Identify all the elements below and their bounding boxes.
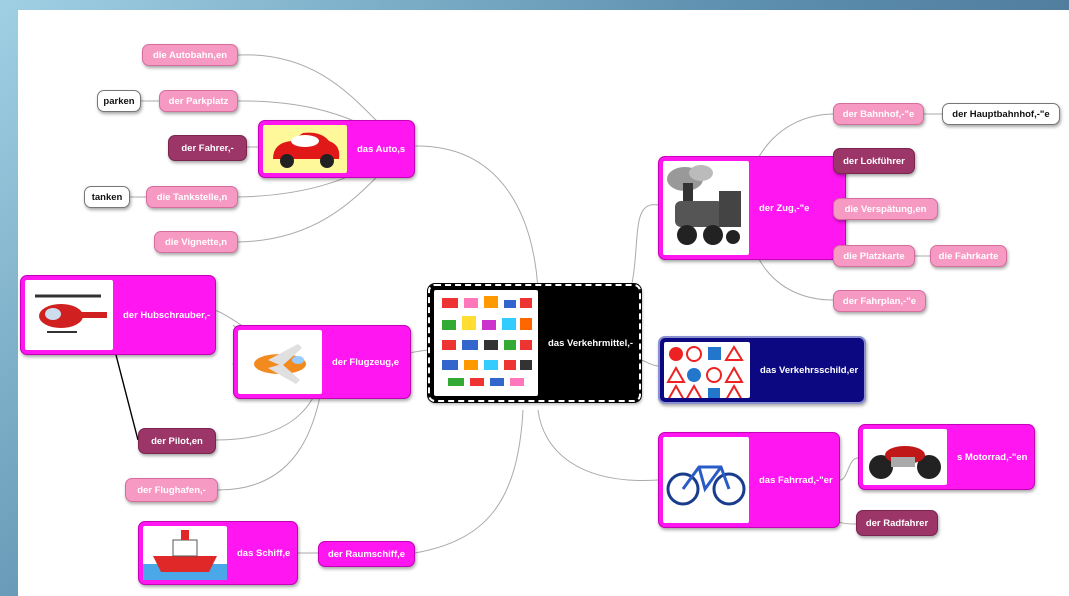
mind-map-canvas: das Verkehrmittel,- das Auto,s die Autob… (18, 10, 1069, 596)
edge-center-raumschiff (414, 409, 524, 554)
raumschiff-node[interactable]: der Raumschiff,e (318, 541, 415, 567)
flugzeug-child-pilot[interactable]: der Pilot,en (138, 428, 216, 454)
auto-child-vignette[interactable]: die Vignette,n (154, 231, 238, 253)
zug-child-lokfuehrer[interactable]: der Lokführer (833, 148, 915, 174)
zug-child-verspaetung[interactable]: die Verspätung,en (833, 198, 938, 220)
ship-icon (143, 526, 227, 580)
fahrrad-label: das Fahrrad,-"er (759, 474, 833, 486)
hubschrauber-label: der Hubschrauber,- (123, 309, 211, 321)
zug-node[interactable]: der Zug,-"e (658, 156, 846, 260)
vehicles-collage-icon (434, 290, 538, 396)
edge-center-auto (414, 145, 539, 291)
center-label: das Verkehrmittel,- (548, 337, 634, 349)
auto-child-fahrer[interactable]: der Fahrer,- (168, 135, 247, 161)
flugzeug-child-flughafen[interactable]: der Flughafen,- (125, 478, 218, 502)
auto-node[interactable]: das Auto,s (258, 120, 415, 178)
cartoon-airplane-icon (238, 330, 322, 394)
fahrrad-node[interactable]: das Fahrrad,-"er (658, 432, 840, 528)
steam-locomotive-icon (663, 161, 749, 255)
platzkarte-child-fahrkarte[interactable]: die Fahrkarte (930, 245, 1007, 267)
edge-center-fahrrad (537, 409, 659, 481)
traffic-signs-icon (664, 342, 750, 398)
zug-child-fahrplan[interactable]: der Fahrplan,-"e (833, 290, 926, 312)
bicycle-icon (663, 437, 749, 523)
auto-child-tankstelle[interactable]: die Tankstelle,n (146, 186, 238, 208)
red-car-icon (263, 125, 347, 173)
helicopter-icon (25, 280, 113, 350)
tanken-node[interactable]: tanken (84, 186, 130, 208)
zug-child-platzkarte[interactable]: die Platzkarte (833, 245, 915, 267)
heli-pilot-line (115, 354, 139, 441)
center-node[interactable]: das Verkehrmittel,- (427, 283, 642, 403)
auto-child-autobahn[interactable]: die Autobahn,en (142, 44, 238, 66)
motorrad-label: s Motorrad,-"en (957, 451, 1028, 463)
hubschrauber-node[interactable]: der Hubschrauber,- (20, 275, 216, 355)
schiff-label: das Schiff,e (237, 547, 291, 559)
auto-label: das Auto,s (357, 143, 406, 155)
parken-node[interactable]: parken (97, 90, 141, 112)
fahrrad-child-radfahrer[interactable]: der Radfahrer (856, 510, 938, 536)
motorcycle-icon (863, 429, 947, 485)
schiff-node[interactable]: das Schiff,e (138, 521, 298, 585)
auto-child-parkplatz[interactable]: der Parkplatz (159, 90, 238, 112)
hauptbahnhof-node[interactable]: der Hauptbahnhof,-"e (942, 103, 1060, 125)
verkehrsschild-node[interactable]: das Verkehrsschild,er (658, 336, 866, 404)
flugzeug-node[interactable]: der Flugzeug,e (233, 325, 411, 399)
verkehrsschild-label: das Verkehrsschild,er (760, 364, 859, 376)
zug-child-bahnhof[interactable]: der Bahnhof,-"e (833, 103, 924, 125)
edge-center-zug (627, 204, 659, 301)
edge-center-schild (640, 359, 659, 367)
zug-label: der Zug,-"e (759, 202, 810, 214)
flugzeug-label: der Flugzeug,e (332, 356, 400, 368)
motorrad-node[interactable]: s Motorrad,-"en (858, 424, 1035, 490)
